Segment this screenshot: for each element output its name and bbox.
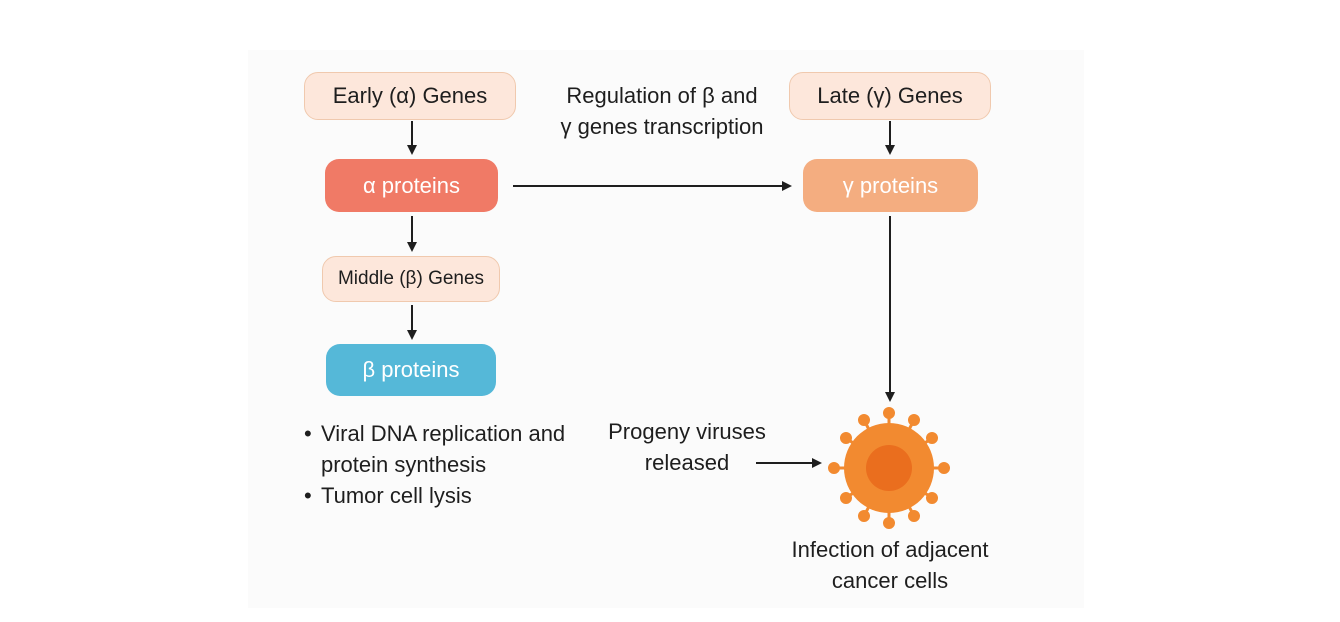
bullet-item: Viral DNA replication and protein synthe… [304,418,601,480]
middle-genes-label: Middle (β) Genes [337,268,485,289]
bullet-item: Tumor cell lysis [304,480,601,511]
regulation-line-2: γ genes transcription [560,114,764,139]
beta-proteins-node: β proteins [326,344,496,396]
regulation-label: Regulation of β and γ genes transcriptio… [532,80,792,142]
infection-line-2: cancer cells [831,568,949,593]
regulation-line-1: Regulation of β and [566,83,758,108]
beta-proteins-label: β proteins [362,357,460,382]
early-genes-label: Early (α) Genes [332,83,488,108]
late-genes-node: Late (γ) Genes [789,72,991,120]
infection-label: Infection of adjacent cancer cells [750,534,1030,596]
infection-line-1: Infection of adjacent [791,537,989,562]
diagram-background [248,50,1084,608]
progeny-line-1: Progeny viruses [608,419,766,444]
early-genes-node: Early (α) Genes [304,72,516,120]
cancer-cell-icon [828,407,950,529]
gamma-proteins-label: γ proteins [842,172,939,198]
middle-genes-node: Middle (β) Genes [322,256,500,302]
beta-functions-list: Viral DNA replication and protein synthe… [304,418,601,511]
gamma-proteins-node: γ proteins [803,159,978,212]
alpha-proteins-node: α proteins [325,159,498,212]
progeny-line-2: released [644,450,730,475]
late-genes-label: Late (γ) Genes [817,83,963,108]
progeny-label: Progeny viruses released [578,416,796,478]
alpha-proteins-label: α proteins [362,172,461,198]
